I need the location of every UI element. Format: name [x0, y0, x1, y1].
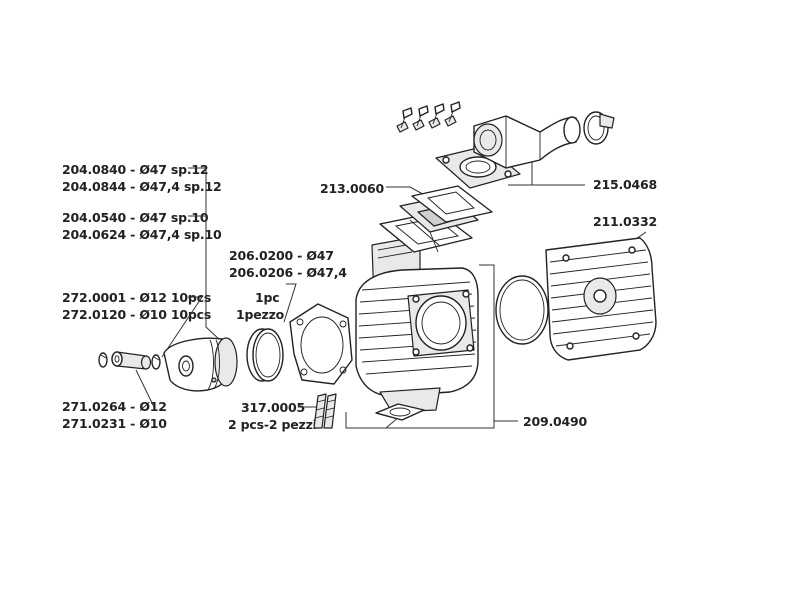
- intake-flange-icon: [435, 145, 521, 189]
- label-piston-4: 204.0624 - Ø47,4 sp.10: [62, 227, 222, 242]
- label-reed: 213.0060: [320, 181, 385, 196]
- label-rings-2: 206.0206 - Ø47,4: [229, 265, 347, 280]
- cylinder-head-icon: [545, 237, 657, 361]
- reed-valve-icon: [379, 185, 493, 253]
- label-pin-clip-1: 272.0001 - Ø12 10pcs: [62, 290, 211, 305]
- label-rings-qty-1: 1pc: [255, 290, 279, 305]
- bolt-2-icon: [412, 105, 429, 131]
- label-pin-1: 271.0264 - Ø12: [62, 399, 167, 414]
- label-piston-1: 204.0840 - Ø47 sp.12: [62, 162, 208, 177]
- bolt-3-icon: [428, 103, 445, 129]
- label-studs-2: 2 pcs-2 pezzi: [228, 417, 317, 432]
- base-gasket-icon: [289, 303, 353, 385]
- piston-pin-icon: [111, 351, 152, 370]
- pin-clip-right-icon: [151, 354, 161, 370]
- piston-icon: [163, 337, 238, 392]
- leader-lines: [135, 148, 647, 429]
- labels-group: 204.0840 - Ø47 sp.12 204.0844 - Ø47,4 sp…: [62, 162, 657, 432]
- label-rings-qty-2: 1pezzo: [236, 307, 285, 322]
- label-head: 211.0332: [593, 214, 657, 229]
- piston-rings-icon: [246, 328, 284, 382]
- label-rings-1: 206.0200 - Ø47: [229, 248, 334, 263]
- bolt-1-icon: [396, 107, 413, 133]
- intake-manifold-icon: [473, 115, 581, 169]
- stud-right-icon: [323, 393, 337, 429]
- label-piston-3: 204.0540 - Ø47 sp.10: [62, 210, 209, 225]
- stud-left-icon: [313, 393, 327, 429]
- hose-clamp-icon: [583, 111, 615, 145]
- head-gasket-ring-icon: [495, 275, 549, 345]
- label-pin-2: 271.0231 - Ø10: [62, 416, 167, 431]
- label-piston-2: 204.0844 - Ø47,4 sp.12: [62, 179, 221, 194]
- label-intake: 215.0468: [593, 177, 657, 192]
- pin-clip-left-icon: [98, 352, 108, 368]
- bolt-4-icon: [444, 101, 461, 127]
- label-studs-1: 317.0005: [241, 400, 305, 415]
- label-cylinder: 209.0490: [523, 414, 588, 429]
- label-pin-clip-2: 272.0120 - Ø10 10pcs: [62, 307, 211, 322]
- cylinder-icon: [355, 237, 479, 413]
- port-gasket-icon: [375, 403, 425, 421]
